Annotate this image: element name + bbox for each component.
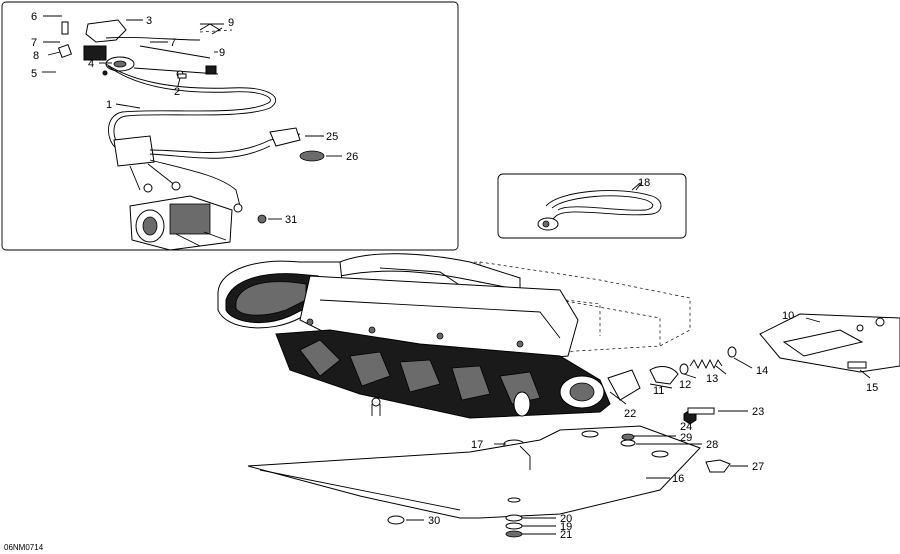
linkage-parts <box>607 346 867 425</box>
callout-31: 31 <box>285 214 297 226</box>
callout-27: 27 <box>752 461 764 473</box>
callout-17: 17 <box>471 439 483 451</box>
mount-hardware <box>387 433 731 538</box>
callout-8: 8 <box>33 50 39 62</box>
callout-5: 5 <box>31 68 37 80</box>
callout-28: 28 <box>706 439 718 451</box>
callout-2: 2 <box>174 86 180 98</box>
throttle-cable-inset-frame <box>1 1 459 251</box>
handle-inset-frame <box>497 173 687 239</box>
base-plate-16 <box>247 425 701 519</box>
callout-13: 13 <box>706 373 718 385</box>
callout-4: 4 <box>88 58 94 70</box>
callout-21: 21 <box>560 529 572 541</box>
callout-30: 30 <box>428 515 440 527</box>
callout-23: 23 <box>752 406 764 418</box>
callout-11: 11 <box>653 385 664 397</box>
callout-7: 7 <box>170 37 176 49</box>
bracket-10 <box>759 313 900 373</box>
callout-19: 19 <box>560 521 572 533</box>
callout-7: 7 <box>31 37 37 49</box>
callout-22: 22 <box>624 408 636 420</box>
callout-10: 10 <box>782 310 794 322</box>
callout-1: 1 <box>106 99 112 111</box>
callout-26: 26 <box>346 151 358 163</box>
main-leader-lines <box>406 181 871 535</box>
handle-18 <box>537 182 662 231</box>
callout-18: 18 <box>638 177 650 189</box>
callout-numbers: 6 3 9 7 7 9 8 4 5 2 1 25 26 31 18 10 11 … <box>31 11 878 541</box>
callout-14: 14 <box>756 365 768 377</box>
inset-leader-lines <box>42 15 342 220</box>
callout-3: 3 <box>146 15 152 27</box>
callout-20: 20 <box>560 513 572 525</box>
throttle-cable-assembly <box>57 19 325 251</box>
callout-25: 25 <box>326 131 338 143</box>
callout-12: 12 <box>679 379 691 391</box>
callout-16: 16 <box>672 473 684 485</box>
callout-9: 9 <box>228 17 234 29</box>
callout-9: 9 <box>219 47 225 59</box>
callout-15: 15 <box>866 382 878 394</box>
engine-block <box>217 253 691 500</box>
callout-24: 24 <box>680 421 692 433</box>
drawing-code: 06NM0714 <box>4 543 44 552</box>
callout-29: 29 <box>680 432 692 444</box>
callout-6: 6 <box>31 11 37 23</box>
